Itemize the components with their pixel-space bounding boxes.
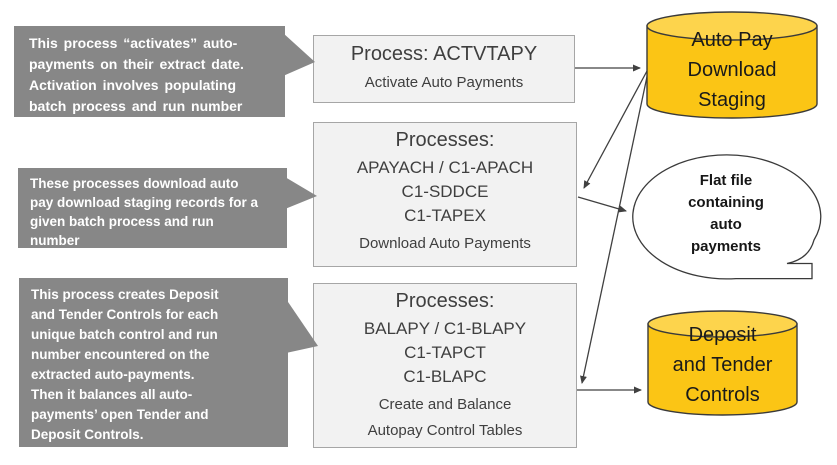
process-box-download: Processes: APAYACH / C1-APACH C1-SDDCE C… [313,122,577,267]
process-box-activate: Process: ACTVTAPY Activate Auto Payments [313,35,575,103]
arrow-download-to-flatfile [577,196,627,213]
process-caption: Activate Auto Payments [364,74,524,91]
callout-balance-note: This process creates Deposit and Tender … [19,278,288,447]
process-box-balance: Processes: BALAPY / C1-BLAPY C1-TAPCT C1… [313,283,577,448]
process-codes: APAYACH / C1-APACH C1-SDDCE C1-TAPEX [356,158,534,225]
process-title: Processes: [395,290,495,312]
datastore-deposit-tender-label: Deposit and Tender Controls [672,324,773,406]
datastore-auto-pay-staging-label: Auto Pay Download Staging [687,29,777,111]
process-title: Processes: [395,129,495,151]
process-caption: Create and Balance Autopay Control Table… [367,396,523,439]
process-codes: BALAPY / C1-BLAPY C1-TAPCT C1-BLAPC [363,319,527,386]
callout-activate-note: This process “activates” auto- payments … [14,26,285,117]
flat-file-bubble-label: Flat file containing auto payments [688,172,764,255]
process-caption: Download Auto Payments [359,235,531,252]
callout-download-note: These processes download auto pay downlo… [18,168,287,248]
callout-pointer-activate [283,33,315,76]
process-title: Process: ACTVTAPY [350,43,538,65]
